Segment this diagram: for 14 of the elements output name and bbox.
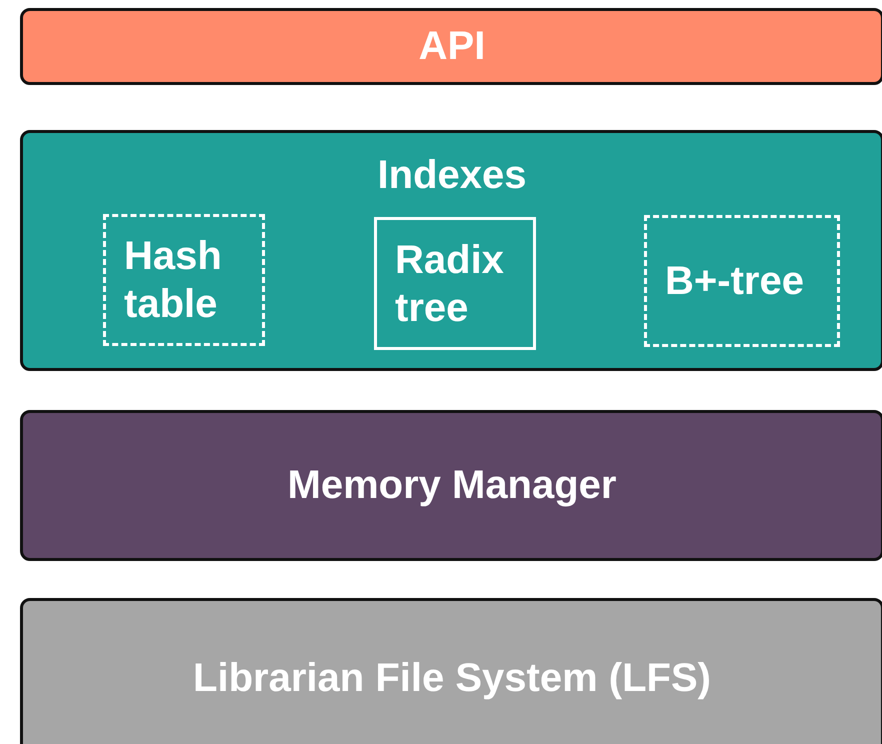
index-label: B+-tree <box>665 258 804 305</box>
api-layer <box>20 8 882 85</box>
layer-label: Memory Manager <box>288 463 616 508</box>
indexes-layer <box>20 130 882 371</box>
index-box <box>644 215 840 347</box>
layer-label: API <box>418 24 486 69</box>
memory-manager-layer <box>20 410 882 561</box>
layer-label: Librarian File System (LFS) <box>193 656 711 700</box>
layer-heading: Indexes <box>376 153 528 198</box>
index-box <box>374 217 536 350</box>
index-label: Hash table <box>124 233 223 328</box>
index-label: Radix tree <box>395 236 505 332</box>
file-system-layer <box>20 598 882 744</box>
index-box <box>103 214 265 346</box>
